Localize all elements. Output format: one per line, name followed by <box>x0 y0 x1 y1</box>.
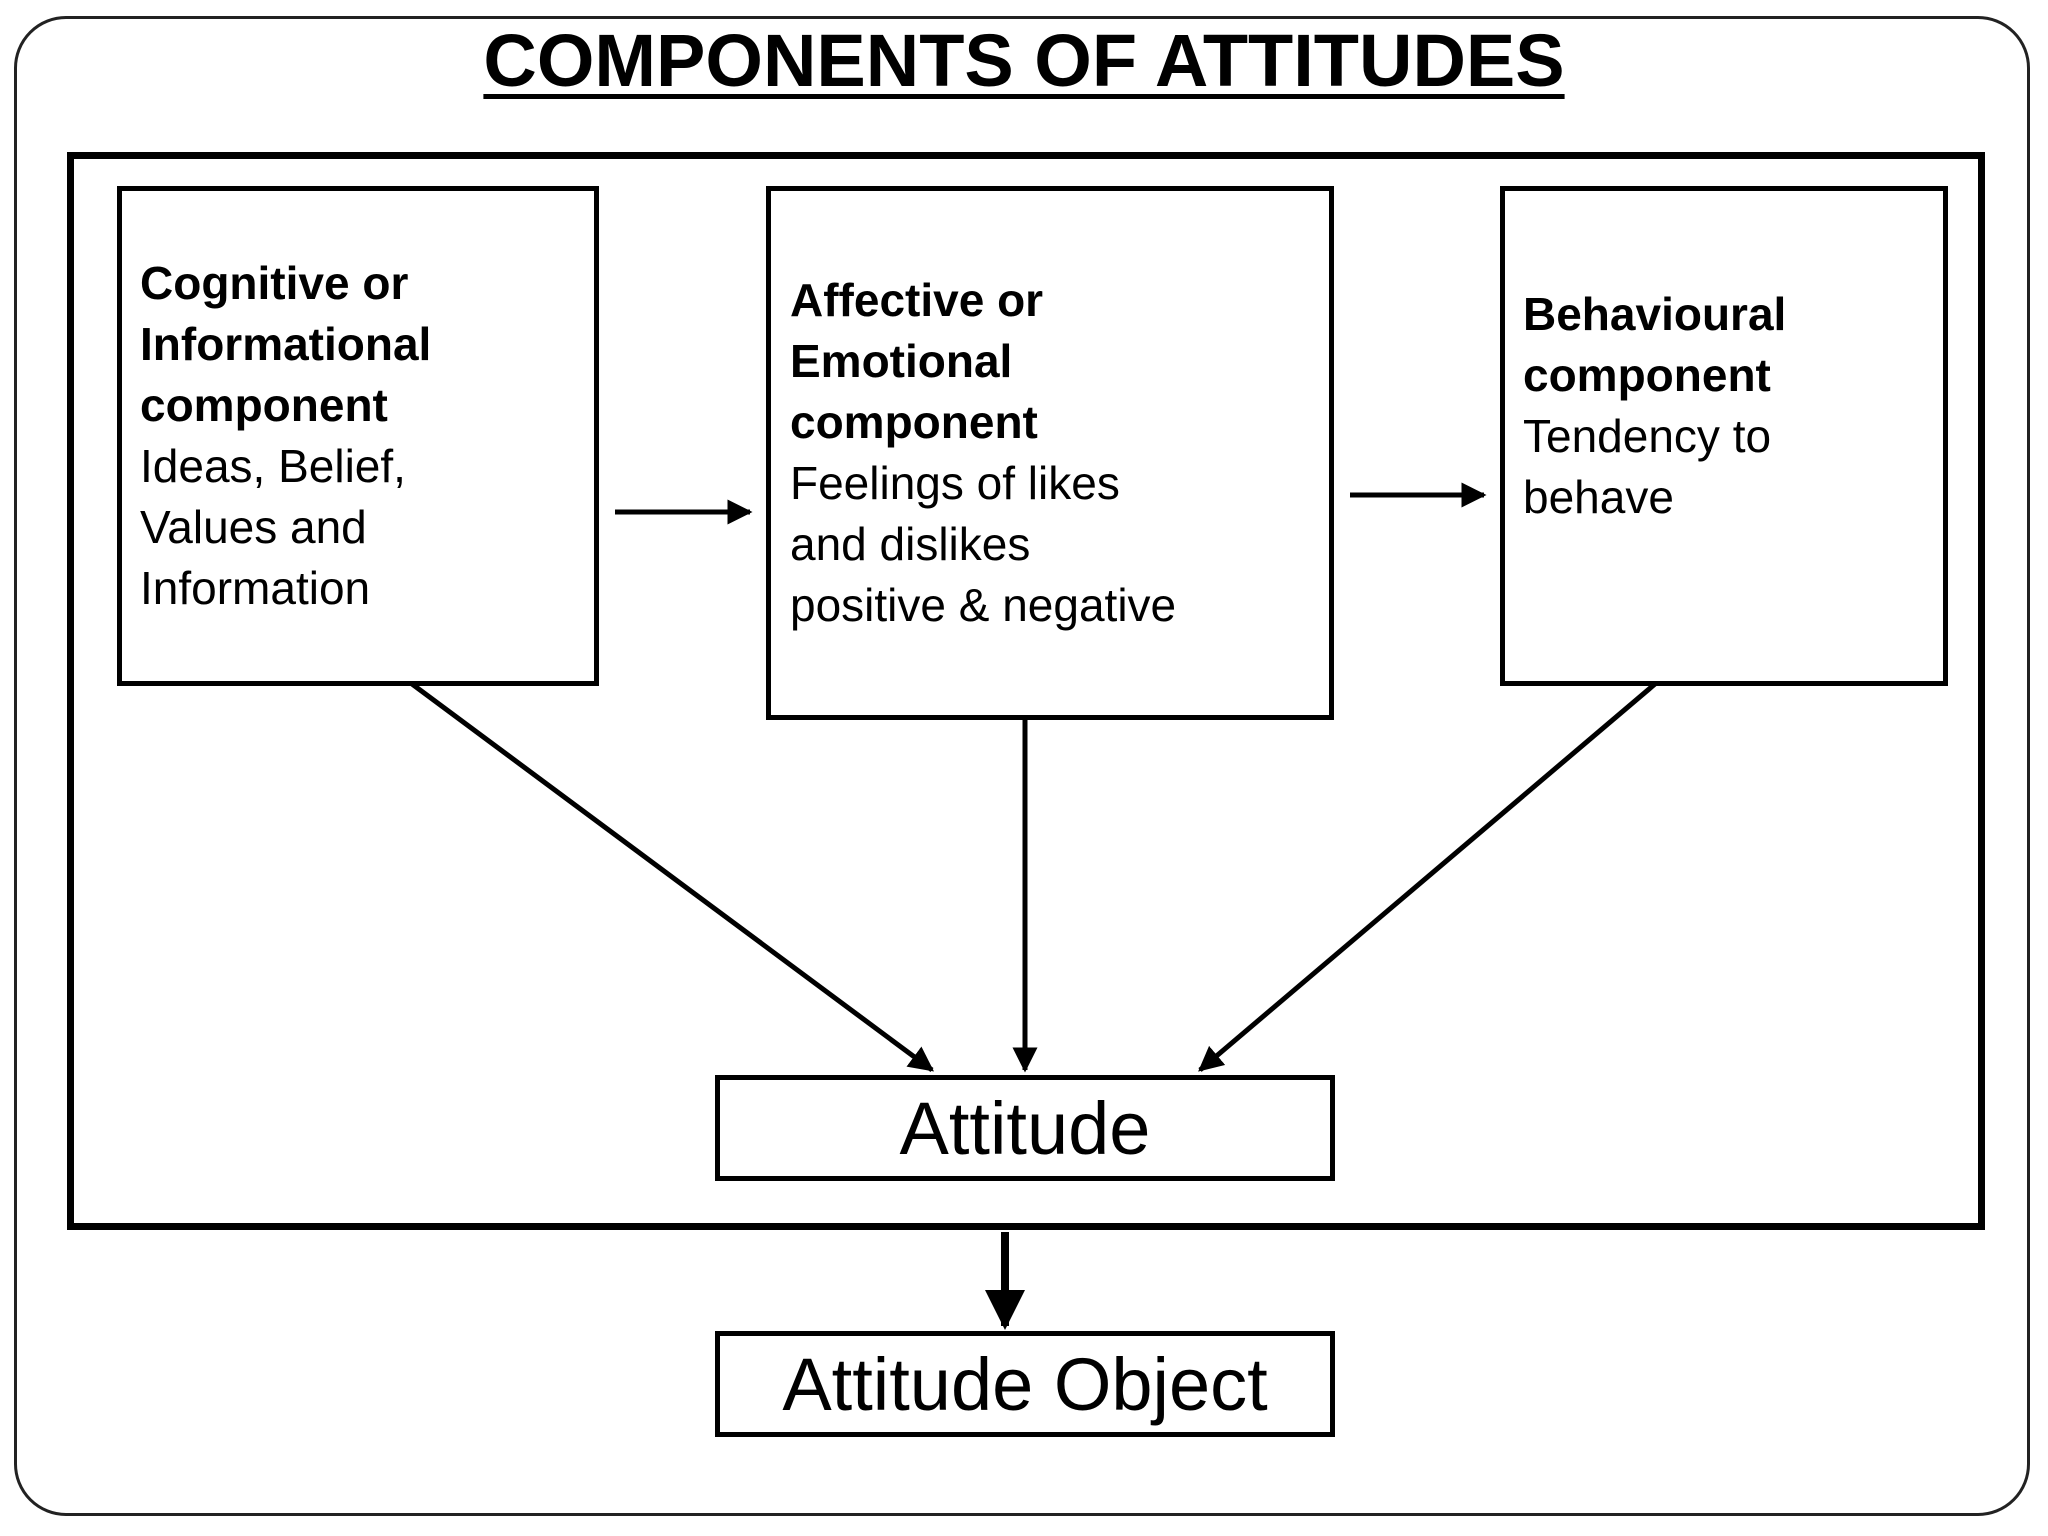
desc-line: behave <box>1523 471 1674 523</box>
attitude-label: Attitude <box>899 1086 1151 1170</box>
cognitive-component-description: Ideas, Belief, Values and Information <box>140 436 431 619</box>
cognitive-component-box <box>117 186 599 686</box>
behavioural-component-description: Tendency to behave <box>1523 406 1786 528</box>
attitude-object-box: Attitude Object <box>715 1331 1335 1437</box>
attitude-object-label: Attitude Object <box>782 1342 1268 1426</box>
desc-line: Tendency to <box>1523 410 1772 462</box>
affective-component-text: Affective or Emotional component Feeling… <box>790 270 1176 636</box>
desc-line: Information <box>140 562 371 614</box>
affective-component-description: Feelings of likes and dislikes positive … <box>790 453 1176 636</box>
attitude-components-container <box>67 152 1985 1230</box>
heading-line: component <box>140 379 388 431</box>
affective-component-heading: Affective or Emotional component <box>790 270 1176 453</box>
cognitive-component-text: Cognitive or Informational component Ide… <box>140 253 431 619</box>
attitude-box: Attitude <box>715 1075 1335 1181</box>
heading-line: Cognitive or <box>140 257 409 309</box>
desc-line: Values and <box>140 501 367 553</box>
heading-line: component <box>1523 349 1771 401</box>
diagram-title: COMPONENTS OF ATTITUDES <box>483 19 1565 102</box>
heading-line: Informational <box>140 318 432 370</box>
desc-line: Feelings of likes <box>790 457 1120 509</box>
cognitive-component-heading: Cognitive or Informational component <box>140 253 431 436</box>
heading-line: Affective or <box>790 274 1044 326</box>
heading-line: Behavioural <box>1523 288 1787 340</box>
behavioural-component-heading: Behavioural component <box>1523 284 1786 406</box>
heading-line: Emotional <box>790 335 1013 387</box>
behavioural-component-text: Behavioural component Tendency to behave <box>1523 284 1786 528</box>
desc-line: positive & negative <box>790 579 1177 631</box>
heading-line: component <box>790 396 1038 448</box>
affective-component-box <box>766 186 1334 720</box>
behavioural-component-box <box>1500 186 1948 686</box>
desc-line: and dislikes <box>790 518 1031 570</box>
desc-line: Ideas, Belief, <box>140 440 406 492</box>
slide-frame <box>14 16 2030 1516</box>
